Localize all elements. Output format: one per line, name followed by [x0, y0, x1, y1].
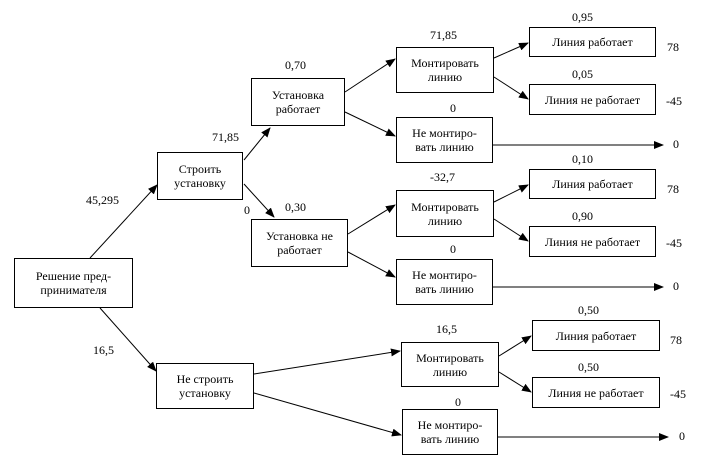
edge-root-to-no-build [99, 307, 157, 372]
node-no-build-label: Не строить установку [176, 372, 234, 400]
leaf-label: Линия не работает [544, 92, 641, 107]
label-prob-line-fail-1: 0,05 [572, 67, 593, 81]
node-not-works: Установка не работает [251, 219, 348, 267]
edge-no-build-to-mount [253, 348, 401, 375]
node-not-works-label: Установка не работает [266, 229, 333, 257]
edge-nw-mount-to-fail [493, 218, 529, 242]
label-build-value: 71,85 [212, 130, 239, 144]
node-works-mount: Монтировать линию [396, 47, 494, 93]
leaf-label: Линия работает [552, 177, 633, 191]
node-works-mount-label: Монтировать линию [411, 56, 479, 84]
leaf-not-works-mount-line-ok: Линия работает [529, 169, 656, 199]
payoff-works-mount-fail: -45 [666, 94, 682, 108]
label-prob-line-ok-1: 0,95 [572, 10, 593, 24]
edge-w-mount-to-ok [493, 42, 529, 59]
leaf-no-build-mount-line-fail: Линия не работает [532, 377, 660, 408]
node-not-works-no-mount-label: Не монтиро- вать линию [412, 268, 477, 296]
payoff-not-works-mount-ok: 78 [667, 182, 679, 196]
label-no-build-no-mount-value: 0 [455, 395, 461, 409]
leaf-label: Линия работает [555, 328, 637, 343]
edge-not-works-to-mount [347, 204, 396, 235]
node-works-label: Установка работает [271, 88, 325, 116]
node-works: Установка работает [251, 78, 345, 126]
leaf-not-works-mount-line-fail: Линия не работает [529, 226, 656, 257]
label-prob-line-ok-3: 0,50 [578, 303, 599, 317]
payoff-not-works-no-mount: 0 [673, 279, 679, 293]
label-works-no-mount-value: 0 [450, 101, 456, 115]
label-prob-works: 0,70 [285, 58, 306, 72]
node-no-build: Не строить установку [156, 363, 254, 409]
leaf-label: Линия не работает [548, 385, 644, 400]
node-build-label: Строить установку [174, 162, 226, 190]
payoff-works-no-mount: 0 [673, 137, 679, 151]
node-works-no-mount-label: Не монтиро- вать линию [412, 126, 477, 154]
node-no-build-no-mount-label: Не монтиро- вать линию [417, 418, 483, 446]
node-not-works-mount: Монтировать линию [396, 190, 494, 237]
node-no-build-no-mount: Не монтиро- вать линию [402, 409, 498, 455]
payoff-not-works-mount-fail: -45 [666, 236, 682, 250]
label-root-no-build-value: 16,5 [93, 343, 114, 357]
edge-no-build-to-no-mount [253, 392, 402, 437]
edge-works-to-mount [344, 58, 396, 93]
payoff-no-build-mount-fail: -45 [670, 387, 686, 401]
label-root-build-value: 45,295 [86, 193, 119, 207]
edge-nw-mount-to-ok [493, 184, 529, 203]
label-prob-line-ok-2: 0,10 [572, 152, 593, 166]
edge-root-to-build [89, 184, 158, 259]
node-build: Строить установку [157, 152, 243, 200]
label-not-works-mount-value: -32,7 [430, 170, 455, 184]
label-works-mount-value: 71,85 [430, 28, 457, 42]
payoff-works-mount-ok: 78 [667, 40, 679, 54]
label-no-build-mount-value: 16,5 [436, 322, 457, 336]
label-build-zero: 0 [244, 203, 250, 217]
label-prob-line-fail-3: 0,50 [578, 360, 599, 374]
node-root-label: Решение пред- принимателя [35, 269, 112, 297]
label-prob-line-fail-2: 0,90 [572, 209, 593, 223]
node-no-build-mount-label: Монтировать линию [416, 350, 484, 379]
payoff-no-build-mount-ok: 78 [670, 333, 682, 347]
edge-nb-mount-to-fail [498, 371, 532, 393]
edge-works-to-no-mount [344, 111, 396, 137]
label-prob-not-works: 0,30 [285, 200, 306, 214]
leaf-works-mount-line-ok: Линия работает [529, 27, 656, 57]
leaf-label: Линия не работает [544, 234, 641, 249]
node-works-no-mount: Не монтиро- вать линию [396, 117, 493, 163]
payoff-no-build-no-mount: 0 [679, 429, 685, 443]
edge-w-mount-to-fail [493, 76, 529, 100]
node-not-works-mount-label: Монтировать линию [411, 199, 479, 228]
node-not-works-no-mount: Не монтиро- вать линию [396, 259, 493, 305]
edge-nb-mount-to-ok [498, 335, 532, 357]
node-no-build-mount: Монтировать линию [401, 342, 499, 387]
tree-edges [89, 42, 669, 441]
leaf-works-mount-line-fail: Линия не работает [529, 84, 656, 115]
leaf-no-build-mount-line-ok: Линия работает [532, 320, 660, 351]
edge-build-to-works [243, 127, 271, 161]
edge-not-works-to-no-mount [347, 251, 396, 278]
edge-build-to-not-works [243, 183, 275, 218]
label-not-works-no-mount-value: 0 [450, 242, 456, 256]
leaf-label: Линия работает [552, 35, 633, 49]
node-root-decision: Решение пред- принимателя [14, 258, 133, 308]
